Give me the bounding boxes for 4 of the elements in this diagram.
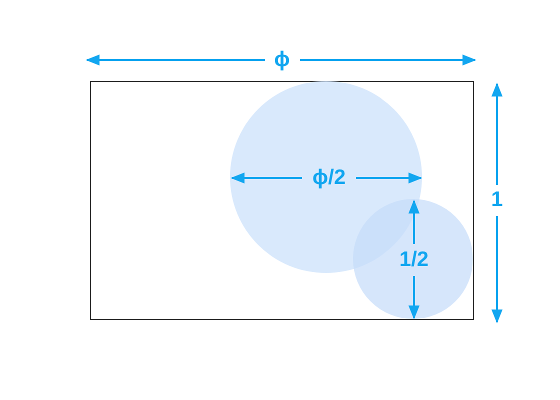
- dimension-label: ϕ: [273, 48, 291, 72]
- dimension-label: 1: [490, 188, 504, 212]
- dimension-label: 1/2: [398, 248, 430, 272]
- dimension-label: ϕ/2: [311, 166, 347, 190]
